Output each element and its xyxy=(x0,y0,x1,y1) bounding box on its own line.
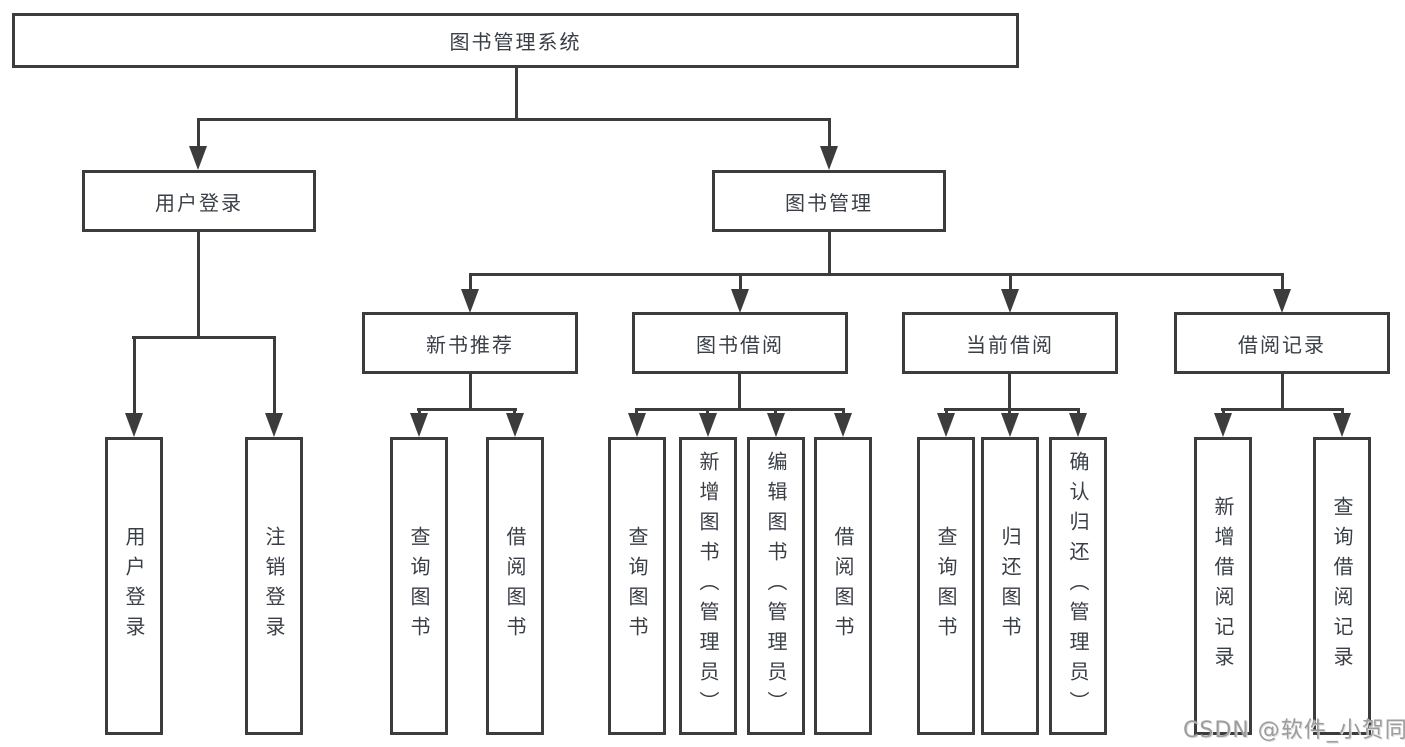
arrowhead-down-icon xyxy=(699,413,717,437)
connector-line xyxy=(515,68,518,120)
node-user-login: 用户登录 xyxy=(82,170,316,232)
leaf-borrow-query-book: 查询图书 xyxy=(608,437,666,735)
leaf-current-return-book: 归还图书 xyxy=(981,437,1039,735)
node-root-label: 图书管理系统 xyxy=(449,30,582,54)
connector-line xyxy=(197,232,200,338)
connector-line xyxy=(469,374,472,410)
arrowhead-down-icon xyxy=(410,413,428,437)
connector-line xyxy=(197,118,200,150)
arrowhead-down-icon xyxy=(1273,289,1291,313)
connector-line xyxy=(1008,374,1011,410)
connector-line xyxy=(828,232,831,275)
node-new-book-recommend: 新书推荐 xyxy=(362,312,578,374)
connector-line xyxy=(635,408,845,411)
node-borrow-record-label: 借阅记录 xyxy=(1238,332,1326,357)
node-current-borrow-label: 当前借阅 xyxy=(966,332,1054,357)
arrowhead-down-icon xyxy=(1001,413,1019,437)
leaf-record-add-label: 新增借阅记录 xyxy=(1211,496,1235,676)
node-book-borrow: 图书借阅 xyxy=(632,312,848,374)
watermark: CSDN @软件_小贺同学 xyxy=(1183,718,1405,743)
leaf-record-query-label: 查询借阅记录 xyxy=(1330,496,1354,676)
leaf-record-add: 新增借阅记录 xyxy=(1194,437,1252,735)
node-new-book-recommend-label: 新书推荐 xyxy=(426,332,514,357)
node-book-management: 图书管理 xyxy=(712,170,946,232)
arrowhead-down-icon xyxy=(1214,413,1232,437)
leaf-borrow-edit-book-admin: 编辑图书（管理员） xyxy=(747,437,805,735)
arrowhead-down-icon xyxy=(1069,413,1087,437)
leaf-current-confirm-return-admin: 确认归还（管理员） xyxy=(1049,437,1107,735)
arrowhead-down-icon xyxy=(125,413,143,437)
arrowhead-down-icon xyxy=(767,413,785,437)
connector-line xyxy=(197,118,831,121)
node-borrow-record: 借阅记录 xyxy=(1174,312,1390,374)
connector-line xyxy=(469,273,1283,276)
connector-line xyxy=(1221,408,1344,411)
leaf-borrow-add-book-admin: 新增图书（管理员） xyxy=(679,437,737,735)
leaf-user-login: 用户登录 xyxy=(105,437,163,735)
leaf-logout: 注销登录 xyxy=(245,437,303,735)
leaf-current-query-book: 查询图书 xyxy=(917,437,975,735)
arrowhead-down-icon xyxy=(731,289,749,313)
node-book-borrow-label: 图书借阅 xyxy=(696,332,784,357)
leaf-recommend-borrow-book-label: 借阅图书 xyxy=(503,526,527,646)
node-current-borrow: 当前借阅 xyxy=(902,312,1118,374)
connector-line xyxy=(739,273,742,293)
connector-line xyxy=(1281,273,1284,293)
leaf-user-login-label: 用户登录 xyxy=(122,526,146,646)
leaf-recommend-query-book: 查询图书 xyxy=(390,437,448,735)
leaf-current-query-book-label: 查询图书 xyxy=(934,526,958,646)
connector-line xyxy=(738,374,741,410)
connector-line xyxy=(1281,374,1284,410)
arrowhead-down-icon xyxy=(189,146,207,170)
leaf-borrow-borrow-book: 借阅图书 xyxy=(814,437,872,735)
leaf-borrow-borrow-book-label: 借阅图书 xyxy=(831,526,855,646)
leaf-recommend-borrow-book: 借阅图书 xyxy=(486,437,544,735)
connector-line xyxy=(469,273,472,293)
connector-line xyxy=(1009,273,1012,293)
arrowhead-down-icon xyxy=(265,413,283,437)
leaf-borrow-edit-book-admin-label: 编辑图书（管理员） xyxy=(764,451,788,721)
arrowhead-down-icon xyxy=(1001,289,1019,313)
leaf-current-confirm-return-admin-label: 确认归还（管理员） xyxy=(1066,451,1090,721)
leaf-borrow-add-book-admin-label: 新增图书（管理员） xyxy=(696,451,720,721)
node-user-login-label: 用户登录 xyxy=(155,190,243,215)
node-root: 图书管理系统 xyxy=(12,13,1019,68)
arrowhead-down-icon xyxy=(834,413,852,437)
connector-line xyxy=(417,408,517,411)
connector-line xyxy=(132,336,276,339)
arrowhead-down-icon xyxy=(506,413,524,437)
connector-line xyxy=(944,408,1080,411)
arrowhead-down-icon xyxy=(820,146,838,170)
leaf-record-query: 查询借阅记录 xyxy=(1313,437,1371,735)
connector-line xyxy=(828,118,831,150)
arrowhead-down-icon xyxy=(1333,413,1351,437)
arrowhead-down-icon xyxy=(937,413,955,437)
connector-line xyxy=(273,336,276,416)
leaf-recommend-query-book-label: 查询图书 xyxy=(407,526,431,646)
connector-line xyxy=(133,336,136,416)
arrowhead-down-icon xyxy=(628,413,646,437)
leaf-borrow-query-book-label: 查询图书 xyxy=(625,526,649,646)
arrowhead-down-icon xyxy=(461,289,479,313)
node-book-management-label: 图书管理 xyxy=(785,190,873,215)
leaf-logout-label: 注销登录 xyxy=(262,526,286,646)
leaf-current-return-book-label: 归还图书 xyxy=(998,526,1022,646)
